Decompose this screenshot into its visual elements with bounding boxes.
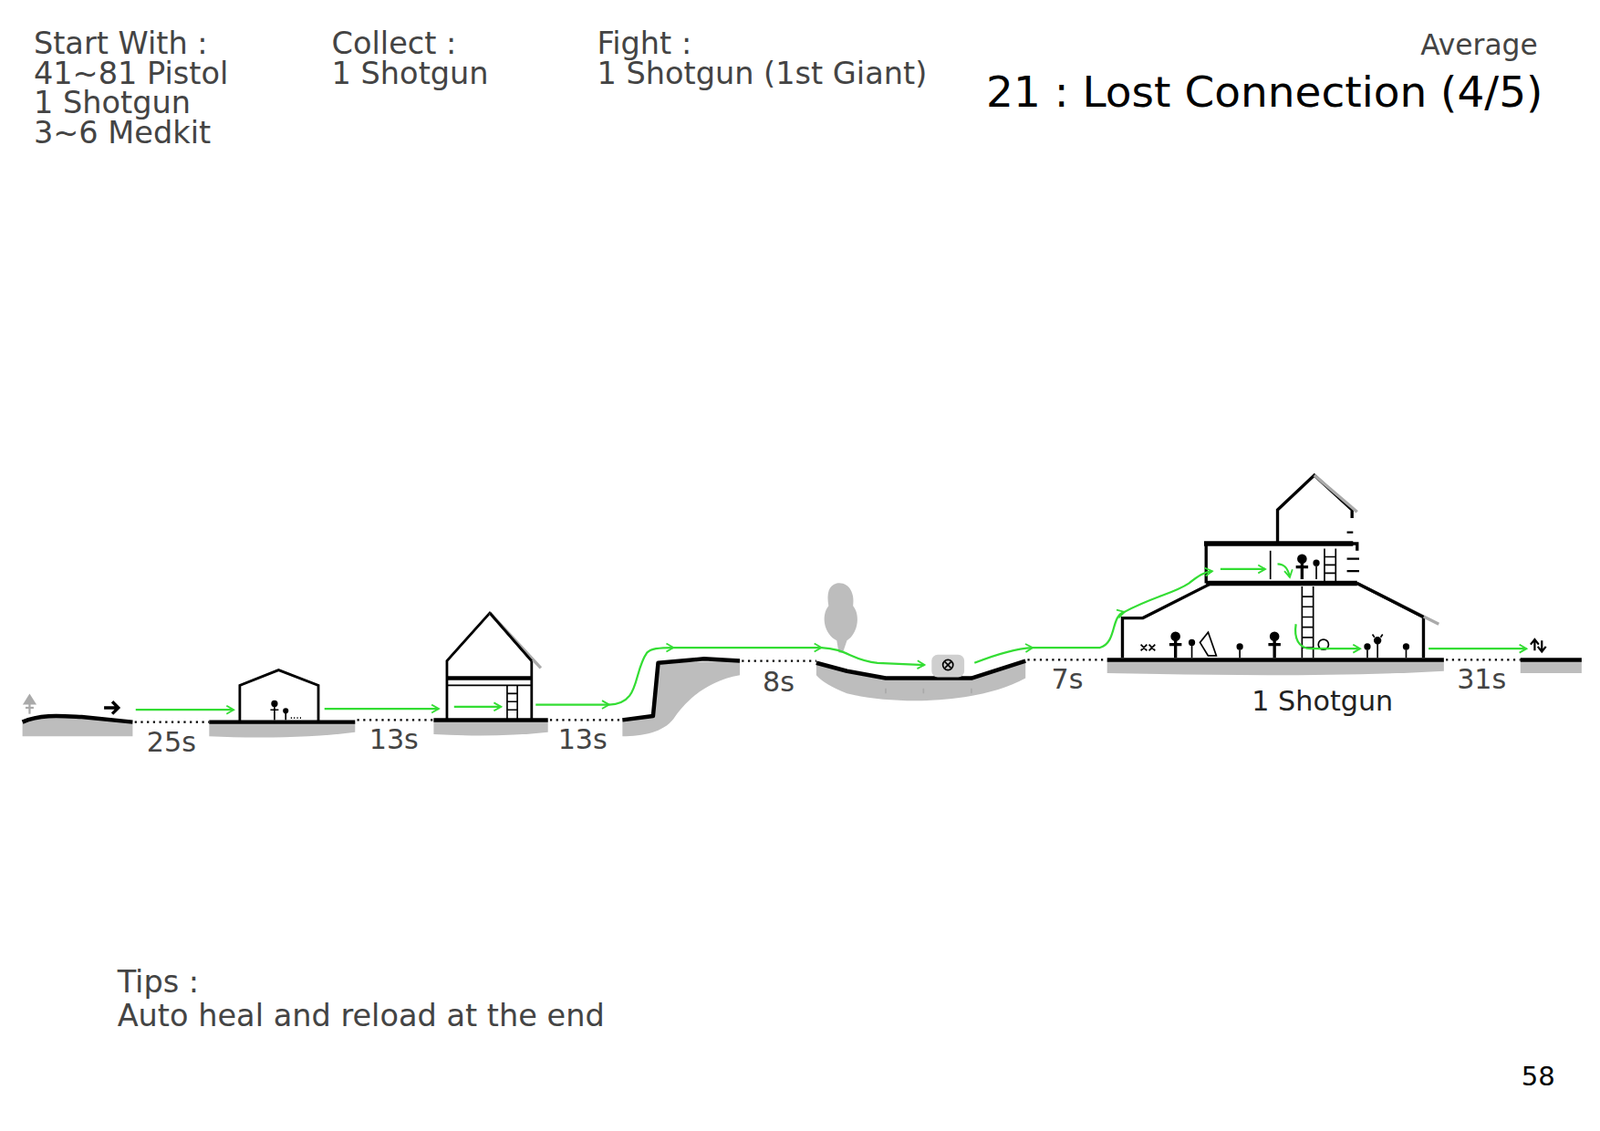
time-label: 13s: [556, 726, 610, 754]
tips-text: Auto heal and reload at the end: [117, 1000, 605, 1032]
page-number: 58: [1521, 1063, 1556, 1091]
page-title: 21 : Lost Connection (4/5): [986, 70, 1543, 114]
time-label: 7s: [1049, 665, 1086, 694]
difficulty-label: Average: [1420, 31, 1538, 60]
item-text: 1 Shotgun: [332, 58, 489, 90]
item-pickup-label: 1 Shotgun: [1249, 687, 1395, 716]
time-label: 25s: [145, 728, 198, 757]
section-heading: Collect :: [332, 28, 458, 60]
section-heading: Start With :: [33, 28, 208, 60]
item-text: 1 Shotgun (1st Giant): [596, 58, 927, 90]
item-text: 3~6 Medkit: [33, 117, 211, 149]
tips-heading: Tips :: [117, 966, 200, 998]
time-label: 31s: [1454, 665, 1508, 694]
time-label: 8s: [760, 668, 797, 697]
item-text: 41~81 Pistol: [33, 58, 229, 90]
item-text: 1 Shotgun: [33, 87, 191, 119]
time-label: 13s: [367, 726, 421, 754]
section-heading: Fight :: [596, 28, 692, 60]
